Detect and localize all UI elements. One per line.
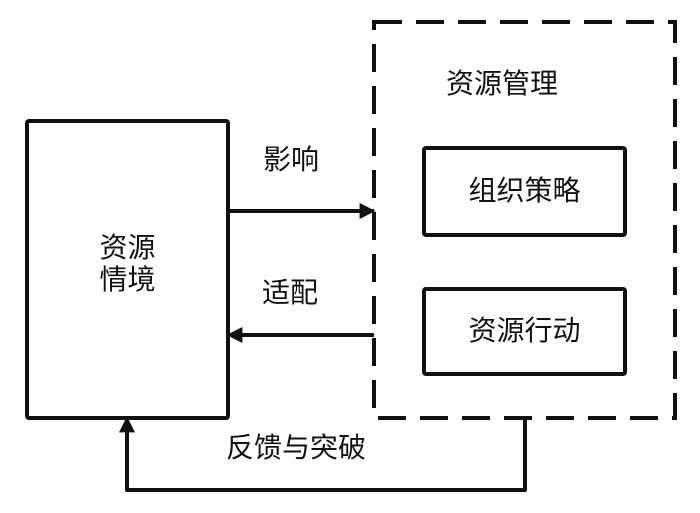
org-strategy-box (422, 146, 627, 237)
resource-context-line2: 情境 (99, 263, 156, 296)
adaptation-label: 适配 (262, 276, 319, 309)
resource-action-box (422, 287, 627, 376)
resource-management-title: 资源管理 (446, 67, 559, 100)
org-strategy-label: 组织策略 (468, 174, 581, 207)
feedback-label: 反馈与突破 (226, 431, 367, 464)
feedback-arrow (119, 416, 527, 492)
influence-label: 影响 (263, 143, 320, 176)
resource-action-label: 资源行动 (468, 314, 581, 347)
resource-context-line1: 资源 (99, 231, 156, 264)
resource-context-label: 资源 情境 (27, 232, 228, 296)
